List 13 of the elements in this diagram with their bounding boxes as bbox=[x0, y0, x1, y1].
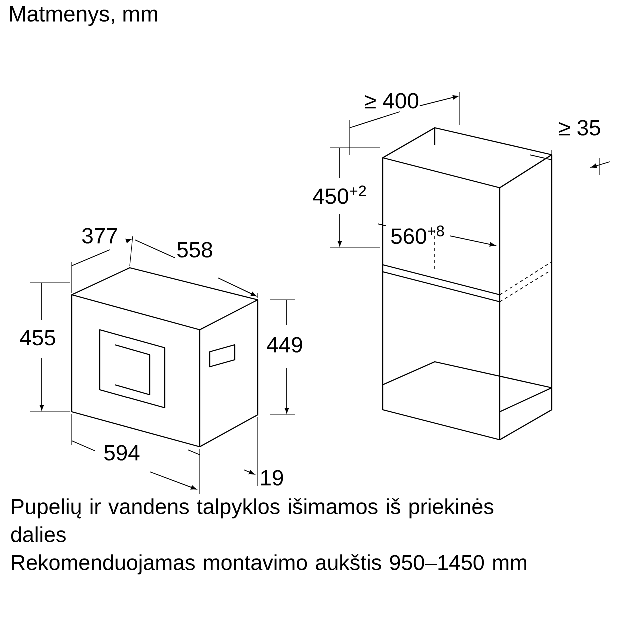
dimension-label: 558 bbox=[178, 242, 212, 258]
dimension-label: 377 bbox=[82, 228, 118, 244]
dimension-label: ≥ 35 bbox=[559, 120, 600, 136]
note-text: Rekomenduojamas montavimo aukštis 950–1450 mm bbox=[12, 554, 526, 575]
note-text: Pupelių ir vandens talpyklos išimamos iš priekinės dalies bbox=[11, 498, 494, 542]
dimension-label: ≥ 400 bbox=[365, 93, 419, 109]
dimension-label: 449 bbox=[267, 337, 302, 353]
dimension-label: 560$^{+8}$ bbox=[392, 226, 444, 244]
dimension-label: 594 bbox=[104, 445, 140, 461]
dimension-label: 450$^{+2}$ bbox=[313, 186, 366, 204]
dimension-label: 455 bbox=[20, 330, 56, 346]
title: Matmenys, mm bbox=[10, 6, 158, 26]
dimension-label: 19 bbox=[261, 470, 284, 486]
